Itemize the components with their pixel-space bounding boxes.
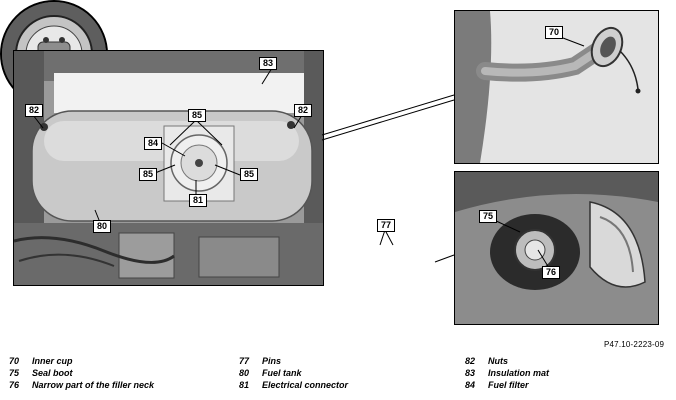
callout-82-left: 82 <box>25 104 43 117</box>
fuel-flap-photo <box>454 171 659 325</box>
callout-77: 77 <box>377 219 395 232</box>
callout-82-right: 82 <box>294 104 312 117</box>
callout-85-right: 85 <box>240 168 258 181</box>
callout-80: 80 <box>93 220 111 233</box>
callout-83: 83 <box>259 57 277 70</box>
callout-81: 81 <box>189 194 207 207</box>
callout-85-left: 85 <box>139 168 157 181</box>
callout-70: 70 <box>545 26 563 39</box>
callout-75: 75 <box>479 210 497 223</box>
callout-76: 76 <box>542 266 560 279</box>
filler-neck-photo <box>454 10 659 164</box>
figure-reference-code: P47.10-2223-09 <box>604 340 665 349</box>
callout-85-top: 85 <box>188 109 206 122</box>
callout-84: 84 <box>144 137 162 150</box>
